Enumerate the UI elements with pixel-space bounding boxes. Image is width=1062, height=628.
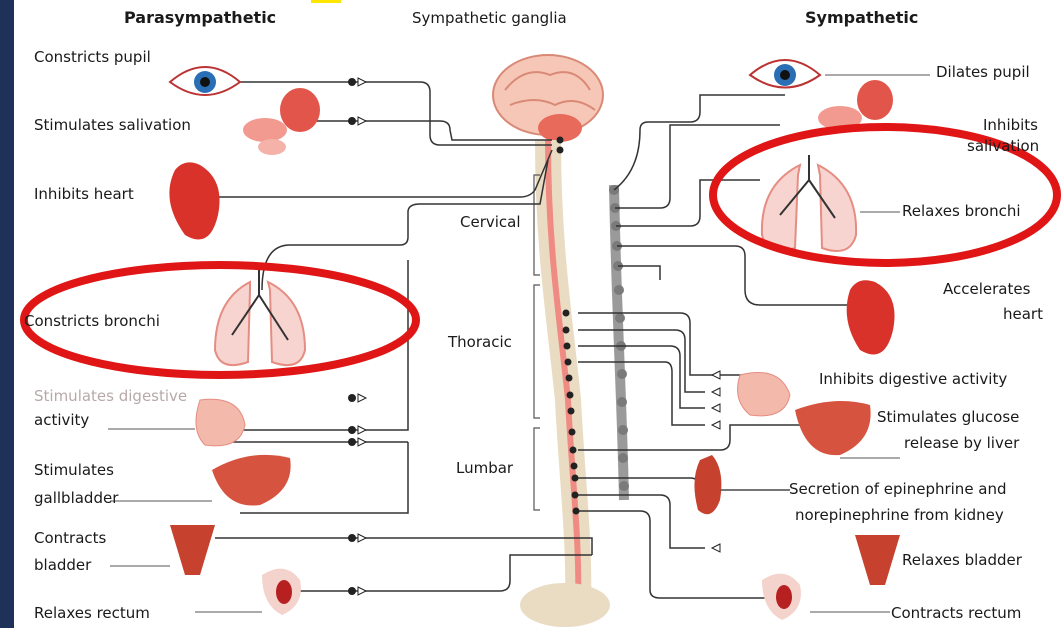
eye-illustration-right (750, 60, 820, 88)
heading-sympathetic-ganglia: Sympathetic ganglia (412, 9, 567, 28)
stomach-illustration-left (196, 399, 245, 446)
parasympathetic-ganglia (348, 78, 366, 595)
heading-parasympathetic: Parasympathetic (124, 8, 276, 27)
label-stimulates: Stimulates (34, 461, 114, 480)
lungs-illustration-right (762, 155, 856, 251)
label-bladder: bladder (34, 556, 91, 575)
sympathetic-chain (609, 185, 629, 500)
label-inhibits-heart: Inhibits heart (34, 185, 134, 204)
label-constricts-bronchi: Constricts bronchi (24, 312, 160, 331)
label-stimulates-salivation: Stimulates salivation (34, 116, 191, 135)
lungs-illustration-left (215, 270, 305, 365)
label-digestive-activity: activity (34, 411, 89, 430)
label-contracts: Contracts (34, 529, 106, 548)
label-contracts-rectum: Contracts rectum (891, 604, 1021, 623)
region-label-lumbar: Lumbar (456, 459, 513, 478)
rectum-illustration-right (762, 574, 801, 620)
region-label-cervical: Cervical (460, 213, 521, 232)
eye-illustration-left (170, 67, 240, 95)
label-secretion-of-epinephrine: Secretion of epinephrine and (789, 480, 1007, 499)
stomach-illustration-right (738, 373, 790, 416)
label-accelerates: Accelerates (943, 280, 1030, 299)
label-relaxes-rectum: Relaxes rectum (34, 604, 150, 623)
label-stimulates-digestive: Stimulates digestive (34, 387, 187, 406)
label-gallbladder: gallbladder (34, 489, 118, 508)
label-release-by-liver: release by liver (904, 434, 1019, 453)
liver-illustration-right (795, 401, 871, 455)
bladder-illustration-left (170, 525, 215, 575)
region-label-thoracic: Thoracic (448, 333, 512, 352)
salivary-gland-illustration-left (243, 88, 320, 155)
parasympathetic-nerves (200, 82, 592, 591)
kidney-illustration-right (694, 455, 721, 514)
bladder-illustration-right (855, 535, 900, 585)
heading-sympathetic: Sympathetic (805, 8, 918, 27)
label-relaxes-bronchi: Relaxes bronchi (902, 202, 1021, 221)
label-inhibits-digestive-activity: Inhibits digestive activity (819, 370, 1007, 389)
label-inhibits: Inhibits (983, 116, 1038, 135)
label-salivation: salivation (967, 137, 1039, 156)
label-norepinephrine-from-kidney: norepinephrine from kidney (795, 506, 1004, 525)
rectum-illustration-left (262, 569, 301, 615)
label-dilates-pupil: Dilates pupil (936, 63, 1030, 82)
label-stimulates-glucose: Stimulates glucose (877, 408, 1019, 427)
liver-illustration-left (212, 455, 291, 506)
label-relaxes-bladder: Relaxes bladder (902, 551, 1022, 570)
brain-illustration (493, 55, 603, 142)
heart-illustration-right (847, 280, 895, 354)
label-heart: heart (1003, 305, 1043, 324)
heart-illustration-left (169, 162, 219, 239)
salivary-gland-illustration-right (818, 80, 893, 130)
label-constricts-pupil: Constricts pupil (34, 48, 151, 67)
